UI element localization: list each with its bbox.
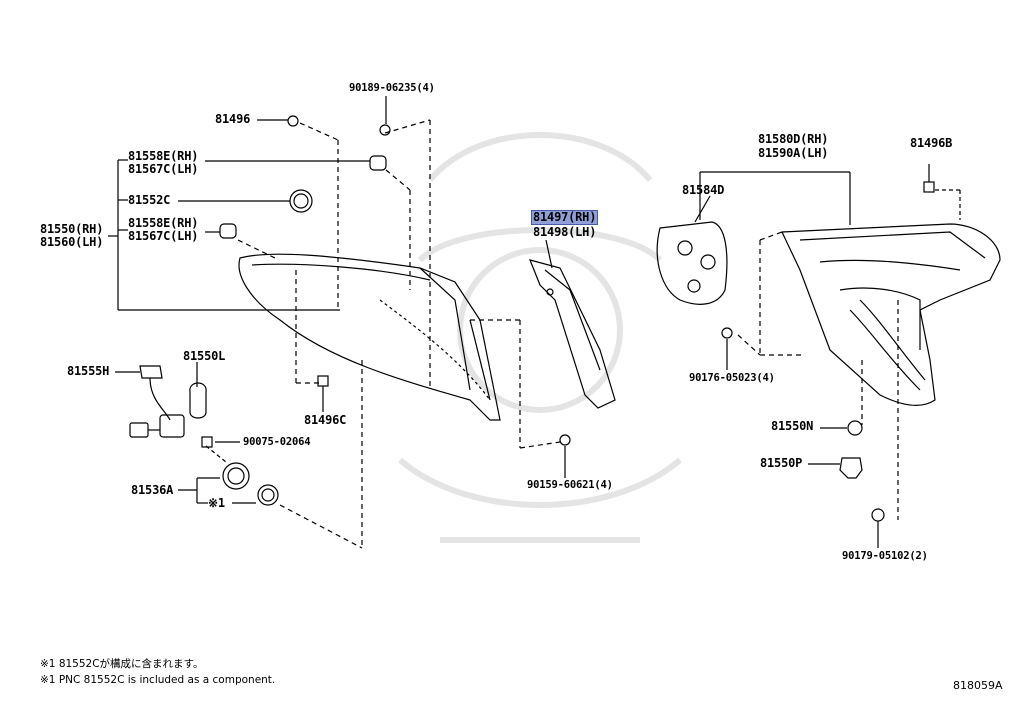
part-label-81552c[interactable]: 81552C <box>128 193 171 207</box>
part-label-81580d-rh[interactable]: 81580D(RH) <box>758 132 829 146</box>
part-label-81584d[interactable]: 81584D <box>682 183 725 197</box>
part-label-81550-rh[interactable]: 81550(RH) <box>40 222 104 236</box>
part-label-81558e-rh-top[interactable]: 81558E(RH) <box>128 149 199 163</box>
part-label-81497-rh-highlighted[interactable]: 81497(RH) <box>531 210 599 225</box>
part-label-90176-05023[interactable]: 90176-05023(4) <box>689 372 775 384</box>
part-label-81496c[interactable]: 81496C <box>304 413 347 427</box>
part-label-81567c-lh-top[interactable]: 81567C(LH) <box>128 162 199 176</box>
part-label-81590a-lh[interactable]: 81590A(LH) <box>758 146 829 160</box>
part-label-81550n[interactable]: 81550N <box>771 419 814 433</box>
part-label-81496b[interactable]: 81496B <box>910 136 953 150</box>
part-label-81555h[interactable]: 81555H <box>67 364 110 378</box>
part-label-81560-lh[interactable]: 81560(LH) <box>40 235 104 249</box>
part-label-81567c-lh-bottom[interactable]: 81567C(LH) <box>128 229 199 243</box>
part-label-90159-60621[interactable]: 90159-60621(4) <box>527 479 613 491</box>
part-label-90179-05102[interactable]: 90179-05102(2) <box>842 550 928 562</box>
part-label-81498-lh[interactable]: 81498(LH) <box>533 225 597 239</box>
footnote-english: ※1 PNC 81552C is included as a component… <box>40 674 276 686</box>
part-label-81558e-rh-bottom[interactable]: 81558E(RH) <box>128 216 199 230</box>
diagram-id: 818059A <box>953 679 1003 692</box>
part-label-81550l[interactable]: 81550L <box>183 349 226 363</box>
ref-mark-1: ※1 <box>208 496 225 510</box>
footnote-japanese: ※1 81552Cが構成に含まれます。 <box>40 658 204 670</box>
part-label-81496[interactable]: 81496 <box>215 112 251 126</box>
part-label-81536a[interactable]: 81536A <box>131 483 174 497</box>
part-label-90189-06235[interactable]: 90189-06235(4) <box>349 82 435 94</box>
part-label-81550p[interactable]: 81550P <box>760 456 803 470</box>
part-label-90075-02064[interactable]: 90075-02064 <box>243 436 311 448</box>
